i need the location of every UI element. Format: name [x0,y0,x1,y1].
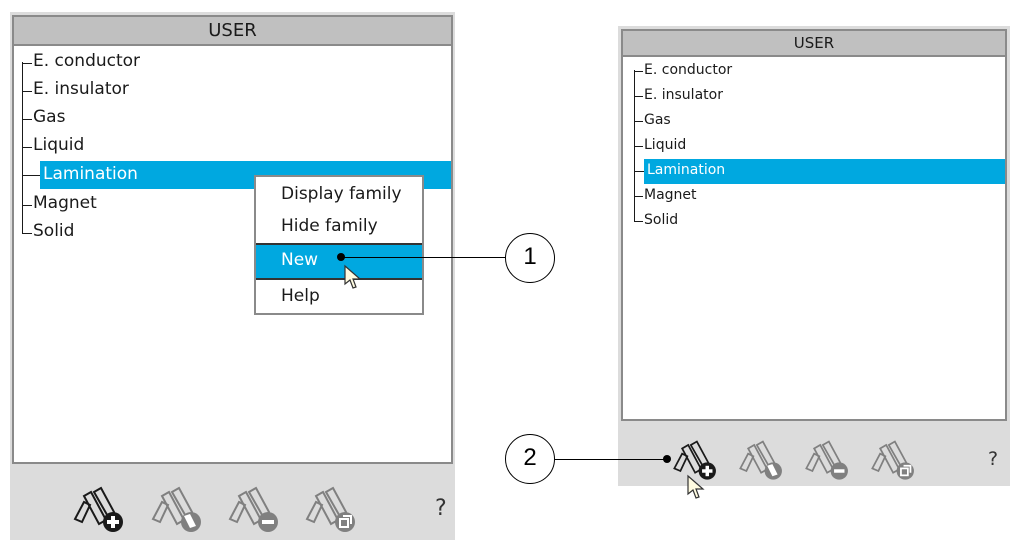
tree-branch [22,63,32,64]
callout-anchor-dot [663,455,671,463]
tree-item-liquid[interactable]: Liquid [14,132,451,160]
tree-list[interactable]: E. conductor E. insulator Gas Liquid Lam… [621,57,1007,421]
delete-material-button[interactable] [225,482,285,532]
selection-highlight [644,159,1005,184]
edit-material-button[interactable] [148,482,208,532]
tree-branch [22,205,32,206]
tree-branch [22,175,40,176]
panel-header: USER [12,15,453,46]
callout-2: 2 [505,434,555,484]
tree-branch [634,171,644,172]
tree-item-solid[interactable]: Solid [14,218,451,246]
books-edit-icon [739,440,782,480]
menu-item-new[interactable]: New [256,243,422,280]
mouse-cursor-icon [344,264,362,289]
menu-item-help[interactable]: Help [281,286,320,306]
books-plus-icon [673,440,716,480]
tree-item-magnet[interactable]: Magnet [14,190,451,218]
menu-item-display-family[interactable]: Display family [281,184,402,204]
tree-item-gas[interactable]: Gas [623,109,1005,134]
tree-branch [634,221,643,222]
right-material-panel: USER E. conductor E. insulator Gas Liqui… [618,26,1010,486]
help-button[interactable]: ? [988,448,999,470]
new-material-button[interactable] [70,482,130,532]
edit-material-button[interactable] [736,436,788,480]
mouse-cursor-icon [687,474,705,499]
tree-item-e-insulator[interactable]: E. insulator [623,84,1005,109]
copy-material-button[interactable] [868,436,920,480]
tree-item-e-conductor[interactable]: E. conductor [14,48,451,76]
books-minus-icon [228,486,278,532]
context-menu: Display family Hide family New Help [254,175,424,315]
delete-material-button[interactable] [802,436,854,480]
tree-branch [22,91,32,92]
tree-item-lamination[interactable]: Lamination [623,159,1005,184]
menu-item-hide-family[interactable]: Hide family [281,216,378,236]
books-copy-icon [305,486,355,532]
tree-branch [22,147,32,148]
tree-branch [634,196,643,197]
tree-connector [22,62,23,234]
callout-leader-line [555,459,667,460]
tree-branch [22,119,32,120]
books-plus-icon [73,486,123,532]
copy-material-button[interactable] [302,482,362,532]
tree-branch [634,146,643,147]
panel-title: USER [793,34,835,52]
panel-header: USER [621,29,1007,57]
books-minus-icon [805,440,848,480]
new-material-button[interactable] [670,436,722,480]
tree-item-magnet[interactable]: Magnet [623,184,1005,209]
tree-item-liquid[interactable]: Liquid [623,134,1005,159]
help-button[interactable]: ? [435,496,447,521]
tree-item-gas[interactable]: Gas [14,104,451,132]
tree-item-e-conductor[interactable]: E. conductor [623,59,1005,84]
callout-leader-line [341,257,505,258]
panel-title: USER [208,20,257,41]
tree-branch [22,233,32,234]
tree-connector [634,70,635,221]
books-edit-icon [151,486,201,532]
tree-item-solid[interactable]: Solid [623,209,1005,234]
tree-branch [634,96,643,97]
tree-branch [634,71,643,72]
books-copy-icon [871,440,914,480]
tree-item-e-insulator[interactable]: E. insulator [14,76,451,104]
tree-branch [634,121,643,122]
callout-1: 1 [505,233,555,283]
